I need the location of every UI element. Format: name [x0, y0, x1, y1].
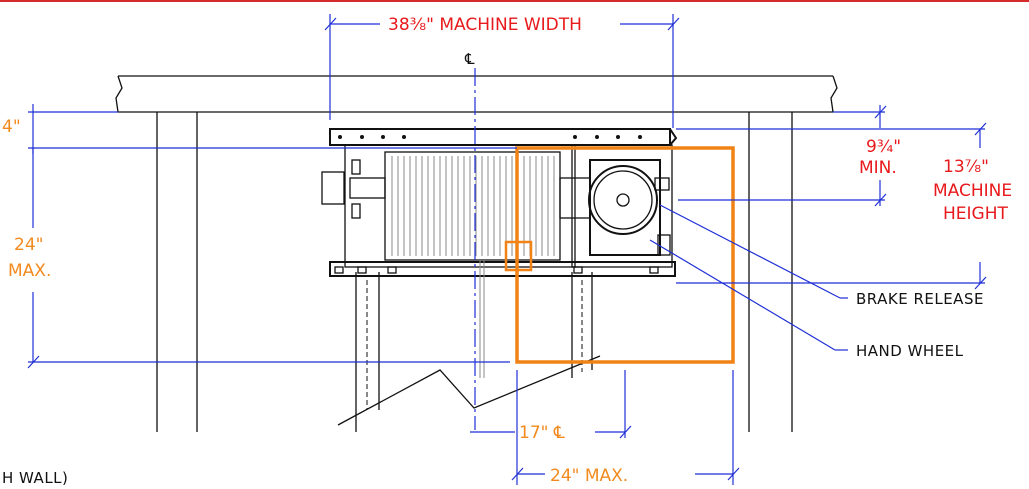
centerline-17-label: 17" ℄	[519, 423, 565, 443]
clearance-envelope	[504, 146, 735, 364]
hand-wheel-label: HAND WHEEL	[856, 342, 964, 360]
support-columns	[156, 112, 793, 432]
centerline-symbol-top: ℄	[464, 50, 475, 68]
brake-release-label: BRAKE RELEASE	[856, 290, 984, 308]
machine-height-line1: MACHINE	[933, 181, 1012, 201]
wall-note-label: H WALL)	[2, 469, 68, 485]
machine-height-value: 13⅞"	[943, 157, 989, 177]
machine-height-line2: HEIGHT	[943, 204, 1008, 224]
min-clearance-value: 9¾"	[866, 137, 901, 157]
hand-wheel-motor	[588, 159, 671, 256]
machine-width-label: 38⅜" MACHINE WIDTH	[388, 15, 582, 35]
bottom-max-label: 24" MAX.	[550, 466, 628, 485]
dimension-lines	[27, 14, 987, 485]
min-clearance-unit: MIN.	[859, 158, 897, 178]
break-line	[337, 355, 601, 426]
winch-drum	[321, 151, 591, 378]
overhead-beam	[115, 75, 838, 113]
four-inch-label: 4"	[2, 117, 21, 137]
machine-frame	[329, 128, 678, 277]
max-height-unit: MAX.	[8, 261, 51, 281]
max-height-value: 24"	[14, 235, 43, 255]
